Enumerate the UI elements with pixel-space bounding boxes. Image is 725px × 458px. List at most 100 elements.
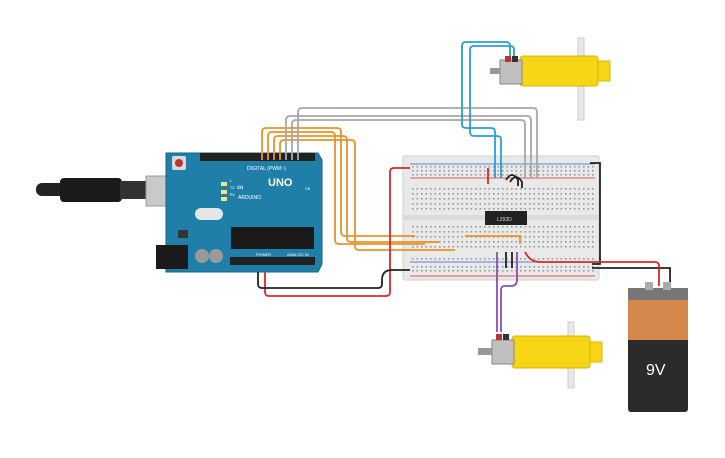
breadboard-hole: [452, 188, 455, 190]
breadboard-hole: [542, 203, 545, 205]
breadboard-hole: [578, 231, 581, 233]
breadboard-hole: [425, 226, 428, 228]
breadboard-hole: [439, 231, 441, 233]
breadboard-hole: [511, 226, 513, 228]
breadboard-hole: [578, 226, 581, 228]
breadboard-hole: [466, 188, 468, 190]
breadboard-hole: [529, 231, 531, 233]
breadboard-hole: [538, 174, 540, 176]
breadboard-hole: [425, 270, 428, 272]
breadboard-hole: [506, 258, 509, 260]
breadboard-hole: [434, 226, 437, 228]
breadboard-hole: [511, 203, 513, 205]
breadboard-hole: [569, 246, 572, 248]
breadboard-hole: [488, 193, 491, 195]
breadboard-hole: [461, 241, 464, 243]
breadboard-hole: [488, 208, 491, 210]
breadboard-hole: [587, 246, 590, 248]
breadboard-hole: [452, 270, 455, 272]
breadboard-hole: [488, 174, 491, 176]
breadboard-hole: [416, 203, 419, 205]
breadboard-hole: [583, 231, 585, 233]
breadboard-hole: [421, 188, 423, 190]
breadboard-hole: [551, 246, 554, 248]
breadboard-hole: [533, 193, 536, 195]
breadboard-hole: [592, 174, 594, 176]
breadboard-hole: [587, 208, 590, 210]
breadboard-hole: [592, 198, 594, 200]
breadboard-hole: [439, 193, 441, 195]
breadboard-hole: [421, 170, 423, 172]
breadboard-hole: [461, 226, 464, 228]
breadboard-hole: [592, 246, 594, 248]
breadboard-hole: [443, 198, 446, 200]
breadboard-hole: [578, 166, 581, 168]
breadboard-hole: [565, 246, 567, 248]
breadboard-hole: [542, 170, 545, 172]
breadboard-hole: [484, 188, 486, 190]
breadboard-hole: [565, 174, 567, 176]
breadboard-hole: [569, 188, 572, 190]
breadboard-hole: [439, 166, 441, 168]
breadboard-hole: [565, 193, 567, 195]
breadboard-hole: [529, 170, 531, 172]
breadboard-hole: [574, 166, 576, 168]
breadboard-hole: [434, 174, 437, 176]
breadboard-hole: [425, 166, 428, 168]
breadboard-hole: [547, 188, 549, 190]
breadboard-hole: [538, 198, 540, 200]
breadboard-hole: [583, 266, 585, 268]
breadboard-hole: [556, 231, 558, 233]
breadboard-hole: [533, 236, 536, 238]
breadboard-hole: [488, 170, 491, 172]
breadboard-hole: [515, 170, 518, 172]
breadboard-hole: [506, 266, 509, 268]
breadboard-hole: [538, 226, 540, 228]
breadboard-hole: [443, 231, 446, 233]
breadboard-hole: [502, 170, 504, 172]
breadboard-hole: [529, 236, 531, 238]
breadboard-hole: [574, 226, 576, 228]
breadboard-hole: [416, 188, 419, 190]
breadboard-hole: [484, 226, 486, 228]
breadboard-hole: [533, 231, 536, 233]
rx-label: RX: [230, 193, 236, 197]
breadboard-hole: [416, 170, 419, 172]
breadboard-hole: [547, 226, 549, 228]
breadboard-hole: [592, 203, 594, 205]
breadboard-hole: [416, 166, 419, 168]
breadboard-hole: [551, 241, 554, 243]
breadboard-hole: [592, 236, 594, 238]
breadboard-hole: [475, 266, 477, 268]
breadboard-hole: [457, 188, 459, 190]
breadboard-hole: [416, 270, 419, 272]
breadboard-hole: [439, 266, 441, 268]
breadboard-hole: [416, 226, 419, 228]
breadboard-hole: [533, 241, 536, 243]
breadboard-hole: [560, 241, 563, 243]
breadboard-hole: [520, 203, 522, 205]
breadboard-hole: [551, 188, 554, 190]
breadboard-hole: [574, 208, 576, 210]
breadboard-hole: [578, 266, 581, 268]
breadboard-hole: [443, 170, 446, 172]
breadboard-hole: [461, 231, 464, 233]
breadboard-hole: [533, 208, 536, 210]
breadboard-hole: [565, 241, 567, 243]
breadboard-hole: [497, 193, 500, 195]
breadboard-hole: [457, 208, 459, 210]
breadboard-hole: [448, 270, 450, 272]
breadboard-hole: [421, 198, 423, 200]
breadboard-hole: [538, 270, 540, 272]
9v-battery: 9V: [628, 282, 688, 412]
breadboard-hole: [443, 266, 446, 268]
breadboard-hole: [538, 203, 540, 205]
breadboard-hole: [479, 198, 482, 200]
breadboard-hole: [443, 258, 446, 260]
breadboard-hole: [443, 188, 446, 190]
breadboard-hole: [569, 266, 572, 268]
breadboard-hole: [515, 198, 518, 200]
breadboard-hole: [470, 193, 473, 195]
breadboard-hole: [542, 270, 545, 272]
breadboard-hole: [524, 270, 527, 272]
